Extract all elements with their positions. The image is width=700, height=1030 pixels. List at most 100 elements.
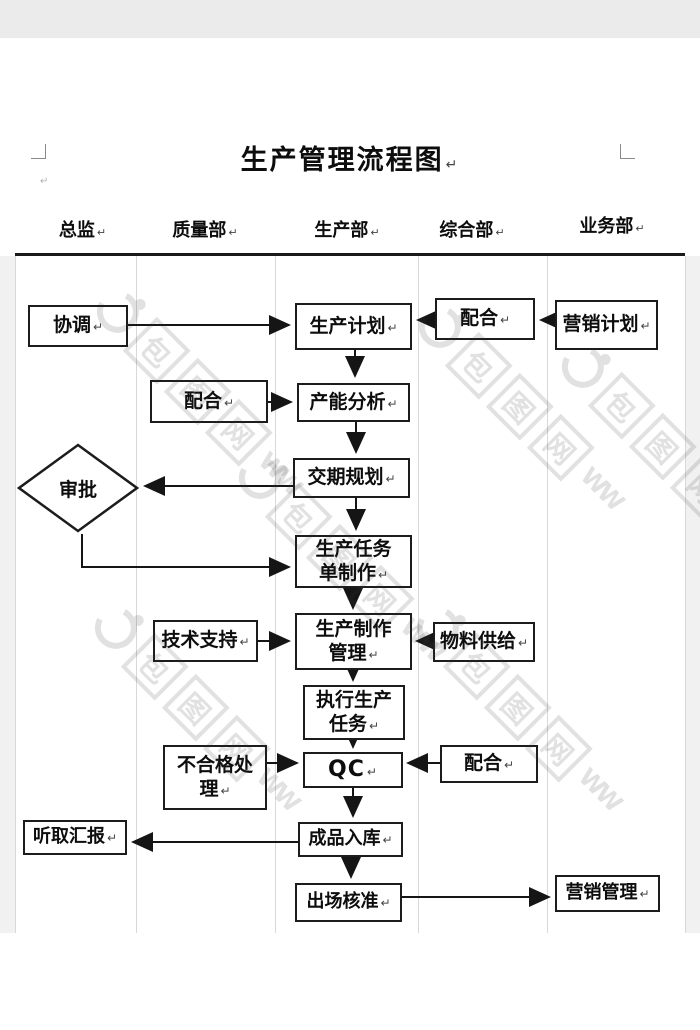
node-label: 执行生产 任务 (315, 688, 392, 735)
swimlane-divider (685, 256, 686, 933)
node-label: 协调 (52, 314, 91, 337)
node-label: 产能分析 (309, 390, 386, 413)
swimlane-divider (547, 256, 548, 933)
flow-node-qc: QC↵ (303, 752, 403, 788)
node-label: 配合 (459, 307, 498, 330)
return-mark: ↵ (387, 396, 398, 411)
watermark-char: 包 (122, 316, 191, 385)
swimlane-divider (275, 256, 276, 933)
return-mark: ↵ (503, 758, 515, 773)
return-mark: ↵ (223, 395, 235, 410)
return-mark: ↵ (640, 319, 651, 334)
watermark-logo-icon (233, 451, 287, 505)
page-margin-right (685, 256, 700, 933)
node-label: 交期规划 (307, 466, 384, 489)
return-mark: ↵ (368, 647, 379, 662)
flow-node-renwudan: 生产任务 单制作↵ (295, 535, 412, 588)
node-label: 配合 (183, 389, 222, 412)
flow-node-xietiao: 协调↵ (28, 305, 128, 347)
watermark-char: 图 (485, 372, 554, 441)
text-boundary-corner-left (31, 144, 46, 159)
return-mark: ↵ (96, 226, 107, 239)
node-label: QC (328, 757, 365, 783)
diamond-shape (17, 443, 139, 533)
node-label: 生产计划 (309, 314, 386, 337)
flow-node-peihe-zhiliang: 配合↵ (150, 380, 268, 423)
lane-header-shengchanbu: 生产部↵ (302, 216, 392, 242)
return-mark: ↵ (499, 313, 511, 328)
window-top-band (0, 0, 700, 38)
node-label: 审批 (58, 478, 97, 501)
node-label: 成品入库 (308, 828, 381, 850)
lane-header-label: 生产部 (314, 220, 369, 241)
node-label: 生产制作 管理 (315, 617, 392, 664)
flow-node-zhizuoguanli: 生产制作 管理↵ (295, 613, 412, 670)
flow-node-jishuzhichi: 技术支持↵ (153, 620, 258, 662)
page-margin-left (0, 256, 15, 933)
lane-header-label: 业务部 (579, 216, 634, 237)
flow-node-yingxiaoguanli: 营销管理↵ (555, 875, 660, 912)
return-mark: ↵ (387, 320, 398, 335)
flow-node-channengfenxi: 产能分析↵ (297, 383, 410, 422)
page-title: 生产管理流程图↵ (0, 138, 700, 177)
flow-node-peihe-zonghe1: 配合↵ (435, 298, 535, 340)
paragraph-mark: ↵ (40, 176, 49, 187)
return-mark: ↵ (366, 765, 378, 780)
flow-arrow (81, 534, 291, 577)
return-mark: ↵ (239, 635, 250, 650)
return-mark: ↵ (639, 887, 650, 902)
watermark-tail: WW (572, 762, 626, 816)
page-title-text: 生产管理流程图 (240, 145, 444, 176)
node-label: 技术支持 (161, 629, 238, 652)
swimlane-divider (418, 256, 419, 933)
lane-header-label: 总监 (58, 220, 95, 241)
lane-header-label: 综合部 (439, 220, 494, 241)
header-divider (15, 253, 685, 256)
return-mark: ↵ (385, 472, 396, 487)
swimlane-divider (15, 256, 16, 933)
watermark-char: 图 (161, 673, 230, 742)
lane-header-zongjian: 总监↵ (45, 216, 120, 242)
return-mark: ↵ (377, 567, 389, 582)
watermark-char: 包 (444, 331, 513, 400)
watermark-char: 网 (526, 413, 595, 482)
watermark-char: 包 (587, 371, 656, 440)
flow-node-buhegechuli: 不合格处 理↵ (163, 745, 267, 810)
return-mark: ↵ (382, 833, 393, 848)
return-mark: ↵ (92, 320, 104, 335)
flow-node-shengchanjihua: 生产计划↵ (295, 303, 412, 350)
watermark-logo-icon (89, 601, 143, 655)
flow-node-yingxiaojihua: 营销计划↵ (555, 300, 658, 350)
node-label: 营销计划 (562, 313, 639, 336)
return-mark: ↵ (495, 226, 505, 239)
flow-node-peihe-zonghe2: 配合↵ (440, 745, 538, 783)
text-boundary-corner-right (620, 144, 635, 159)
flow-node-jiaoqiguihua: 交期规划↵ (293, 458, 410, 498)
lane-header-zhiliangbu: 质量部↵ (160, 216, 250, 242)
flow-node-zhixingrenwu: 执行生产 任务↵ (303, 685, 405, 740)
return-mark: ↵ (228, 226, 238, 239)
watermark-tail: WW (574, 461, 628, 515)
return-mark: ↵ (220, 783, 231, 798)
lane-header-yewubu: 业务部↵ (567, 212, 657, 238)
decision-node-shenpi: 审批 (17, 443, 139, 533)
node-label: 听取汇报 (32, 826, 105, 848)
return-mark: ↵ (635, 222, 645, 235)
return-mark: ↵ (106, 831, 118, 846)
node-label: 不合格处 理 (176, 753, 253, 800)
lane-header-zonghebu: 综合部↵ (427, 216, 517, 242)
flow-node-chengpinruku: 成品入库↵ (298, 822, 403, 857)
node-label: 物料供给 (439, 630, 516, 653)
swimlane-divider (136, 256, 137, 933)
lane-header-label: 质量部 (172, 220, 227, 241)
return-mark: ↵ (445, 157, 460, 173)
return-mark: ↵ (368, 718, 380, 733)
node-label: 生产任务 单制作 (315, 537, 392, 584)
node-label: 营销管理 (565, 882, 638, 904)
return-mark: ↵ (370, 226, 380, 239)
node-label: 配合 (463, 752, 502, 775)
flow-node-tingquhuibao: 听取汇报↵ (23, 820, 127, 855)
flow-node-chuchanghezhun: 出场核准↵ (295, 883, 402, 922)
flow-node-wuliaogongji: 物料供给↵ (433, 622, 535, 662)
